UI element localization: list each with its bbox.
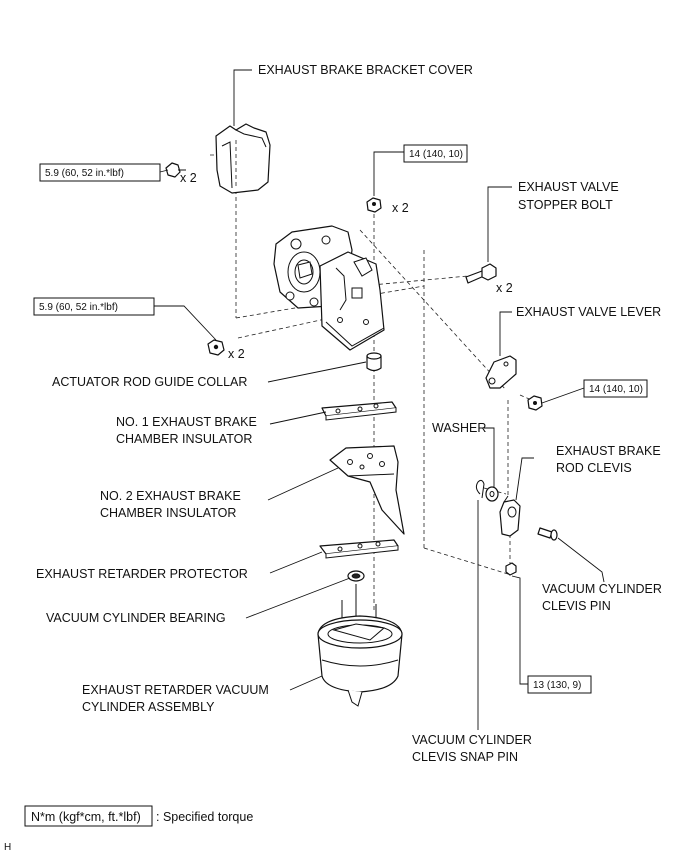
label-cylinder-assembly-line2: CYLINDER ASSEMBLY xyxy=(82,700,215,714)
qty-bracket-nut: x 2 xyxy=(228,347,245,361)
label-snap-pin-line1: VACUUM CYLINDER xyxy=(412,733,532,747)
label-bracket-cover: EXHAUST BRAKE BRACKET COVER xyxy=(258,63,473,77)
torque-box-bracket-nut: 5.9 (60, 52 in.*lbf) xyxy=(33,297,155,316)
no1-insulator-part xyxy=(321,401,397,421)
torque-box-lever-nut: 14 (140, 10) xyxy=(583,379,648,398)
label-cylinder-assembly-line1: EXHAUST RETARDER VACUUM xyxy=(82,683,269,697)
rod-clevis-part xyxy=(499,495,521,537)
vacuum-cylinder-part xyxy=(317,584,403,707)
label-clevis-pin-line2: CLEVIS PIN xyxy=(542,599,611,613)
label-clevis-pin-line1: VACUUM CYLINDER xyxy=(542,582,662,596)
torque-box-clevis-nut: 13 (130, 9) xyxy=(527,675,592,694)
label-valve-stopper-bolt-line1: EXHAUST VALVE xyxy=(518,180,619,194)
qty-top-nut: x 2 xyxy=(392,201,409,215)
lever-nut-part xyxy=(527,395,543,411)
legend-text: : Specified torque xyxy=(156,810,253,824)
label-valve-lever: EXHAUST VALVE LEVER xyxy=(516,305,661,319)
torque-value: 5.9 (60, 52 in.*lbf) xyxy=(45,168,124,179)
label-snap-pin-line2: CLEVIS SNAP PIN xyxy=(412,750,518,764)
label-rod-clevis-line1: EXHAUST BRAKE xyxy=(556,444,661,458)
washer-part xyxy=(485,486,499,502)
label-rod-clevis-line2: ROD CLEVIS xyxy=(556,461,632,475)
no2-insulator-part xyxy=(329,445,405,535)
valve-lever-part xyxy=(485,355,517,389)
label-rod-guide-collar: ACTUATOR ROD GUIDE COLLAR xyxy=(52,375,247,389)
legend-box-text: N*m (kgf*cm, ft.*lbf) xyxy=(31,810,141,824)
cylinder-bearing-part xyxy=(347,570,365,582)
label-cylinder-bearing: VACUUM CYLINDER BEARING xyxy=(46,611,226,625)
leader-lines xyxy=(154,69,605,730)
torque-value: 14 (140, 10) xyxy=(409,149,463,160)
exhaust-brake-bracket-part xyxy=(273,225,385,351)
torque-box-cover-bolt: 5.9 (60, 52 in.*lbf) xyxy=(39,163,161,182)
bracket-cover-part xyxy=(215,123,271,194)
clevis-pin-part xyxy=(537,527,558,541)
stopper-bolt-part xyxy=(465,263,497,284)
label-no2-insulator-line2: CHAMBER INSULATOR xyxy=(100,506,236,520)
clevis-nut-part xyxy=(505,562,517,576)
qty-cover-bolt: x 2 xyxy=(180,171,197,185)
torque-value: 14 (140, 10) xyxy=(589,384,643,395)
top-nut-part xyxy=(366,197,382,213)
label-washer: WASHER xyxy=(432,421,486,435)
torque-legend: N*m (kgf*cm, ft.*lbf) : Specified torque xyxy=(24,805,253,827)
qty-stopper-bolt: x 2 xyxy=(496,281,513,295)
cover-bolt-part xyxy=(165,162,186,178)
label-retarder-protector: EXHAUST RETARDER PROTECTOR xyxy=(36,567,248,581)
snap-pin-part xyxy=(475,479,485,499)
label-no1-insulator-line2: CHAMBER INSULATOR xyxy=(116,432,252,446)
torque-value: 5.9 (60, 52 in.*lbf) xyxy=(39,302,118,313)
corner-code: H xyxy=(4,842,11,853)
retarder-protector-part xyxy=(319,539,399,559)
torque-box-top-nut: 14 (140, 10) xyxy=(403,144,468,163)
guide-collar-part xyxy=(366,352,382,372)
label-no2-insulator-line1: NO. 2 EXHAUST BRAKE xyxy=(100,489,241,503)
bracket-nut-part xyxy=(207,339,225,356)
label-no1-insulator-line1: NO. 1 EXHAUST BRAKE xyxy=(116,415,257,429)
label-valve-stopper-bolt-line2: STOPPER BOLT xyxy=(518,198,613,212)
torque-value: 13 (130, 9) xyxy=(533,680,581,691)
